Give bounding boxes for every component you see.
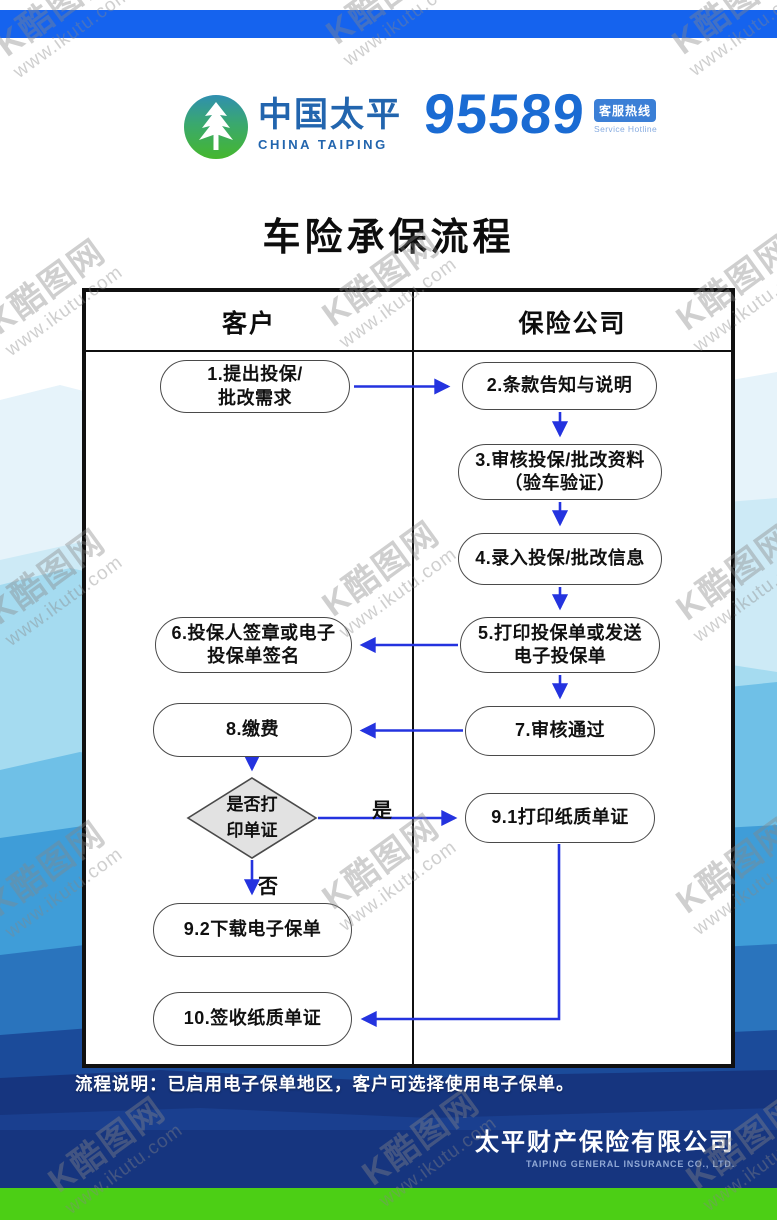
brand-text-block: 中国太平 CHINA TAIPING bbox=[258, 96, 402, 152]
hotline-number: 95589 bbox=[421, 82, 587, 145]
node-text: 3.审核投保/批改资料 bbox=[475, 449, 645, 470]
node-text: 印单证 bbox=[226, 820, 278, 840]
node-4-enter-info: 4.录入投保/批改信息 bbox=[458, 533, 662, 585]
lane-title-insurer: 保险公司 bbox=[518, 310, 627, 338]
node-text: 9.1打印纸质单证 bbox=[491, 807, 629, 828]
node-92-download-epolicy: 9.2下载电子保单 bbox=[153, 903, 352, 957]
node-text: 是否打 bbox=[226, 795, 278, 814]
node-text: 批改需求 bbox=[218, 387, 292, 408]
node-2-terms-notice: 2.条款告知与说明 bbox=[462, 362, 657, 410]
company-name-en: TAIPING GENERAL INSURANCE CO., LTD. bbox=[525, 1159, 735, 1169]
node-text: 9.2下载电子保单 bbox=[183, 919, 322, 940]
hotline-badge-sub: Service Hotline bbox=[594, 124, 658, 134]
node-text: 8.缴费 bbox=[225, 719, 279, 740]
node-text: （验车验证） bbox=[504, 473, 616, 493]
node-6-sign: 6.投保人签章或电子 投保单签名 bbox=[155, 617, 352, 673]
node-1-request: 1.提出投保/ 批改需求 bbox=[160, 360, 350, 413]
bottom-green-strip bbox=[0, 1188, 777, 1220]
node-3-review-materials: 3.审核投保/批改资料 （验车验证） bbox=[458, 444, 662, 500]
node-text: 7.审核通过 bbox=[514, 720, 605, 741]
node-text: 投保单签名 bbox=[207, 646, 300, 666]
flow-arrows bbox=[186, 378, 569, 1028]
brand-name-en: CHINA TAIPING bbox=[258, 136, 388, 152]
company-block: 太平财产保险有限公司 TAIPING GENERAL INSURANCE CO.… bbox=[475, 1122, 735, 1169]
node-8-pay: 8.缴费 bbox=[153, 703, 352, 757]
brand-name-cn: 中国太平 bbox=[258, 96, 402, 134]
node-text: 10.签收纸质单证 bbox=[183, 1008, 322, 1029]
node-text: 5.打印投保单或发送 bbox=[477, 622, 642, 643]
node-text: 电子投保单 bbox=[513, 646, 607, 666]
hotline-badge: 客服热线 bbox=[594, 99, 657, 122]
node-5-print-or-send: 5.打印投保单或发送 电子投保单 bbox=[460, 617, 660, 673]
lane-title-customer: 客户 bbox=[221, 310, 276, 338]
china-taiping-logo-icon bbox=[184, 95, 248, 159]
node-text: 1.提出投保/ bbox=[207, 364, 303, 385]
node-7-approved: 7.审核通过 bbox=[465, 706, 655, 756]
branch-label-yes: 是 bbox=[372, 800, 392, 822]
flowchart-box: 客户 保险公司 bbox=[82, 288, 735, 1068]
page-title: 车险承保流程 bbox=[262, 217, 515, 259]
hotline-badge-block: 客服热线 Service Hotline bbox=[594, 99, 666, 134]
node-text: 2.条款告知与说明 bbox=[486, 375, 633, 396]
node-text: 4.录入投保/批改信息 bbox=[475, 548, 645, 569]
decision-print-documents: 是否打 印单证 bbox=[192, 792, 312, 843]
node-text: 6.投保人签章或电子 bbox=[171, 622, 336, 643]
process-note: 流程说明：已启用电子保单地区，客户可选择使用电子保单。 bbox=[75, 1074, 575, 1094]
top-accent-bar bbox=[0, 10, 777, 38]
lane-divider bbox=[412, 292, 414, 1064]
lane-header-row bbox=[86, 292, 731, 352]
node-10-receive-paper: 10.签收纸质单证 bbox=[153, 992, 352, 1046]
node-91-print-paper: 9.1打印纸质单证 bbox=[465, 793, 655, 843]
branch-label-no: 否 bbox=[258, 876, 278, 898]
company-name-cn: 太平财产保险有限公司 bbox=[475, 1129, 735, 1156]
